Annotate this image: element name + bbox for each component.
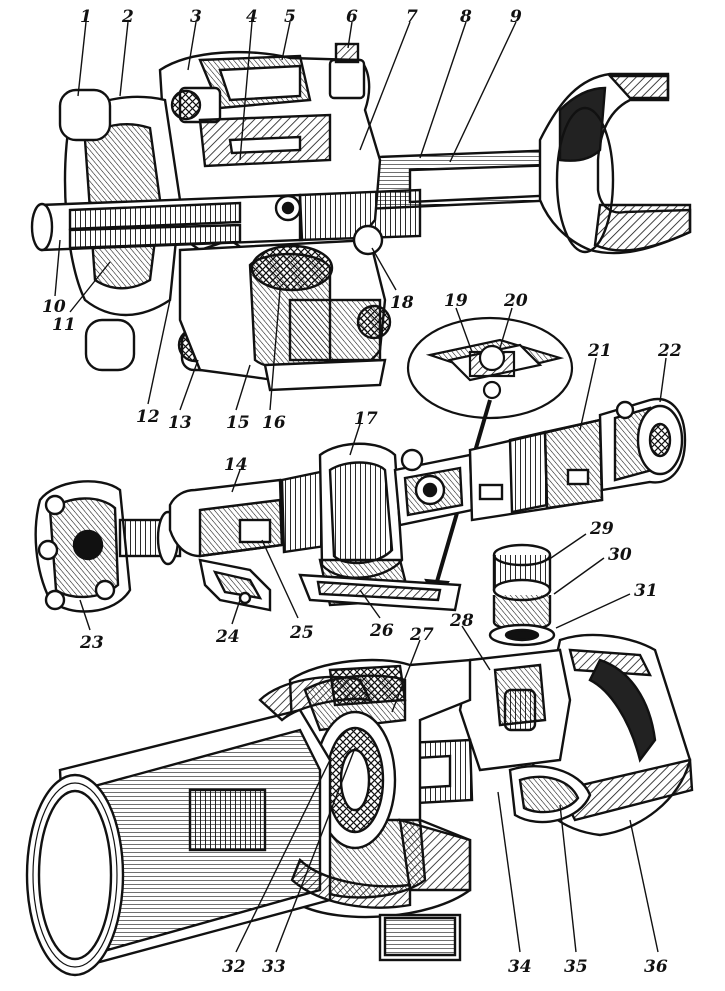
callout-17: 17 (354, 409, 378, 429)
callout-4: 4 (246, 7, 258, 27)
callout-28: 28 (449, 611, 474, 631)
callout-36: 36 (644, 957, 668, 977)
callout-2: 2 (121, 7, 134, 27)
leader-lines (54, 21, 667, 953)
callout-23: 23 (79, 633, 104, 653)
callout-labels: 1 2 3 4 5 6 7 8 9 10 11 12 13 14 15 16 1… (42, 7, 682, 977)
callout-35: 35 (564, 957, 588, 977)
callout-24: 24 (215, 627, 240, 647)
callout-34: 34 (508, 957, 532, 977)
callout-8: 8 (459, 7, 472, 27)
callout-20: 20 (503, 291, 528, 311)
callout-33: 33 (262, 957, 286, 977)
callout-30: 30 (608, 545, 632, 565)
middle-assembly (34, 397, 687, 613)
callout-5: 5 (284, 7, 296, 27)
callout-9: 9 (510, 7, 522, 27)
callout-21: 21 (587, 341, 612, 361)
callout-1: 1 (80, 7, 92, 27)
callout-32: 32 (222, 957, 246, 977)
inset-detail (406, 316, 574, 603)
top-assembly (30, 42, 692, 392)
callout-3: 3 (190, 7, 202, 27)
callout-18: 18 (390, 293, 414, 313)
bottom-assembly (25, 543, 694, 977)
callout-26: 26 (369, 621, 394, 641)
callout-19: 19 (444, 291, 468, 311)
callout-16: 16 (262, 413, 286, 433)
callout-13: 13 (168, 413, 192, 433)
callout-12: 12 (136, 407, 160, 427)
callout-14: 14 (224, 455, 248, 475)
callout-25: 25 (289, 623, 314, 643)
callout-11: 11 (52, 315, 76, 335)
callout-27: 27 (409, 625, 434, 645)
callout-6: 6 (346, 7, 358, 27)
callout-7: 7 (406, 7, 418, 27)
callout-10: 10 (42, 297, 66, 317)
callout-22: 22 (657, 341, 682, 361)
callout-31: 31 (634, 581, 658, 601)
callout-15: 15 (226, 413, 250, 433)
callout-29: 29 (589, 519, 614, 539)
